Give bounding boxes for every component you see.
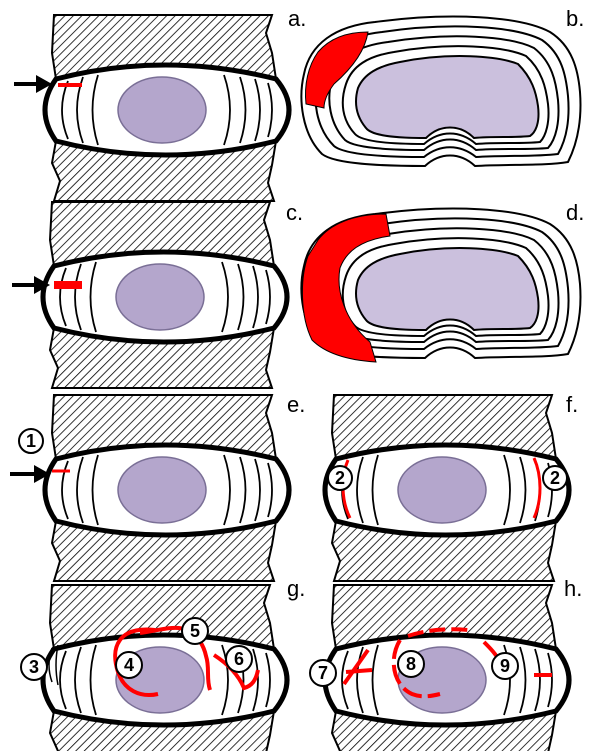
marker-1-text: 1 — [26, 431, 36, 451]
panel-a-diagram — [14, 15, 289, 201]
marker-2-left-text: 2 — [335, 468, 345, 488]
panel-b-diagram — [301, 17, 580, 166]
marker-6-text: 6 — [234, 649, 244, 669]
marker-8-text: 8 — [406, 654, 416, 674]
marker-2-right-text: 2 — [550, 468, 560, 488]
endplate-lesion-mark — [346, 670, 372, 672]
panel-label-c: c. — [286, 200, 303, 225]
marker-3-text: 3 — [29, 657, 39, 677]
marker-9-text: 9 — [500, 656, 510, 676]
marker-5-text: 5 — [190, 621, 200, 641]
panel-label-b: b. — [566, 6, 584, 31]
panel-label-f: f. — [566, 392, 578, 417]
panel-label-h: h. — [564, 576, 582, 601]
panel-d-diagram — [301, 209, 580, 362]
panel-c-diagram — [12, 202, 287, 388]
panel-f-diagram — [325, 395, 569, 581]
panel-label-d: d. — [566, 200, 584, 225]
panel-e-diagram — [10, 395, 289, 581]
marker-7-text: 7 — [318, 663, 328, 683]
panel-g-diagram — [21, 585, 287, 751]
marker-4-text: 4 — [124, 655, 134, 675]
panel-label-g: g. — [287, 576, 305, 601]
panel-label-e: e. — [287, 392, 305, 417]
panel-h-diagram — [310, 585, 569, 751]
panel-label-a: a. — [288, 6, 306, 31]
